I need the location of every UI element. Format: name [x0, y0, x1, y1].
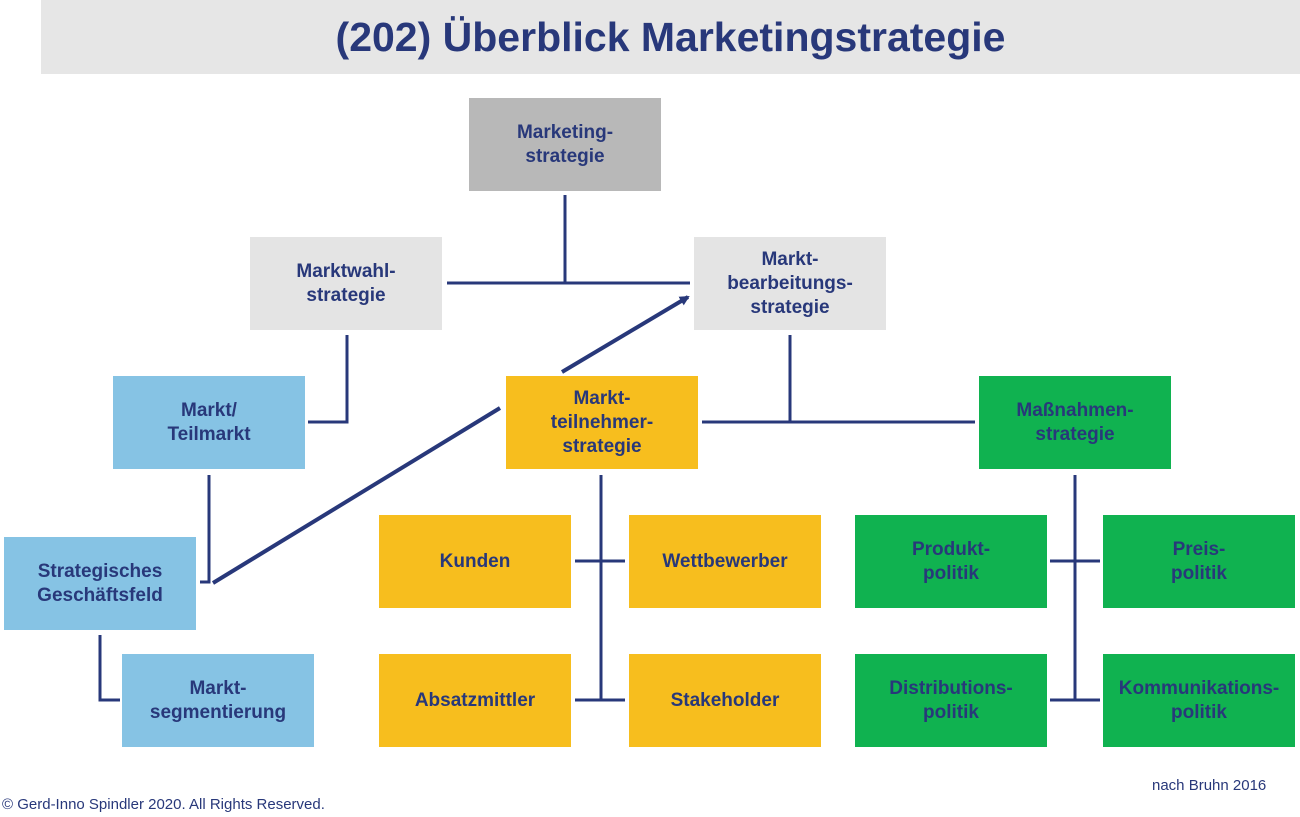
connector-teilmarkt-geschaeftsfeld — [200, 475, 211, 584]
arrow-geschaeftsfeld-teilnehmer — [211, 406, 502, 585]
box-kunden: Kunden — [379, 515, 571, 608]
arrow-teilnehmer-marktbearbeitung — [560, 295, 690, 374]
box-strategisches-geschaeftsfeld: Strategisches Geschäftsfeld — [4, 537, 196, 630]
box-stakeholder: Stakeholder — [629, 654, 821, 747]
box-marketingstrategie: Marketing- strategie — [469, 98, 661, 191]
source-note: nach Bruhn 2016 — [1152, 777, 1267, 794]
connector-marktwahl-teilmarkt — [308, 335, 349, 424]
box-wettbewerber: Wettbewerber — [629, 515, 821, 608]
box-marktteilnehmerstrategie: Markt- teilnehmer- strategie — [506, 376, 698, 469]
copyright-notice: © Gerd-Inno Spindler 2020. All Rights Re… — [2, 796, 325, 813]
box-produktpolitik: Produkt- politik — [855, 515, 1047, 608]
connector-geschaeftsfeld-segmentierung — [98, 635, 120, 702]
box-kommunikationspolitik: Kommunikations- politik — [1103, 654, 1295, 747]
title-bar: (202) Überblick Marketingstrategie — [41, 0, 1300, 74]
box-massnahmenstrategie: Maßnahmen- strategie — [979, 376, 1171, 469]
box-distributionspolitik: Distributions- politik — [855, 654, 1047, 747]
box-marktsegmentierung: Markt- segmentierung — [122, 654, 314, 747]
box-markt-teilmarkt: Markt/ Teilmarkt — [113, 376, 305, 469]
page-title: (202) Überblick Marketingstrategie — [335, 13, 1006, 60]
box-preispolitik: Preis- politik — [1103, 515, 1295, 608]
box-marktwahlstrategie: Marktwahl- strategie — [250, 237, 442, 330]
box-absatzmittler: Absatzmittler — [379, 654, 571, 747]
box-marktbearbeitungsstrategie: Markt- bearbeitungs- strategie — [694, 237, 886, 330]
